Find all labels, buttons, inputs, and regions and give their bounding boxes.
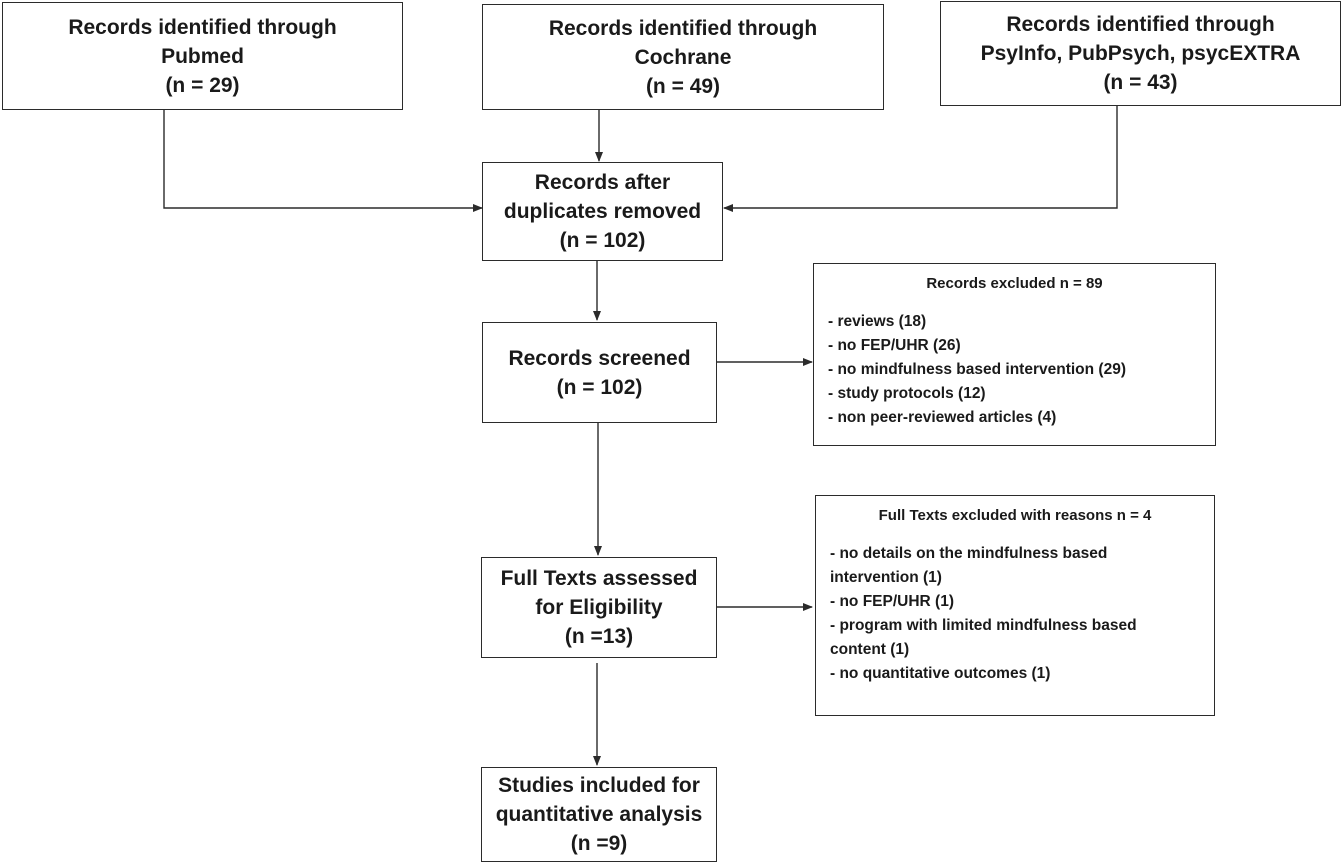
source-psycinfo-count: (n = 43) — [1103, 71, 1178, 94]
source-box-cochrane: Records identified through Cochrane (n =… — [482, 4, 884, 110]
full-texts-excluded-box: Full Texts excluded with reasons n = 4 -… — [815, 495, 1215, 716]
screened-count: (n = 102) — [556, 375, 643, 399]
full-texts-excluded-reason: - no details on the mindfulness based — [830, 545, 1108, 562]
full-texts-line1: Full Texts assessed — [500, 567, 698, 590]
source-psycinfo-line2: PsyInfo, PubPsych, psycEXTRA — [980, 42, 1301, 65]
full-texts-excluded-reason: intervention (1) — [830, 569, 942, 586]
duplicates-removed-line1: Records after — [534, 171, 671, 194]
full-texts-excluded-reason: - no quantitative outcomes (1) — [830, 665, 1051, 682]
source-pubmed-line1: Records identified through — [68, 15, 337, 39]
records-excluded-title: Records excluded n = 89 — [926, 275, 1103, 292]
full-texts-excluded-list: - no details on the mindfulness based in… — [830, 542, 1200, 686]
screened-line1: Records screened — [508, 346, 691, 370]
full-texts-excluded-reason: content (1) — [830, 641, 910, 658]
source-cochrane-count: (n = 49) — [645, 74, 721, 98]
full-texts-box: Full Texts assessed for Eligibility (n =… — [481, 557, 717, 658]
records-excluded-list: - reviews (18) - no FEP/UHR (26) - no mi… — [828, 310, 1201, 430]
source-cochrane-line1: Records identified through — [548, 16, 818, 40]
screened-box: Records screened (n = 102) — [482, 322, 717, 423]
records-excluded-reason: - no mindfulness based intervention (29) — [828, 361, 1126, 378]
source-pubmed-line2: Pubmed — [161, 44, 244, 68]
included-line1: Studies included for — [498, 774, 700, 797]
duplicates-removed-count: (n = 102) — [559, 229, 646, 252]
source-box-psycinfo: Records identified through PsyInfo, PubP… — [940, 1, 1341, 106]
source-psycinfo-line1: Records identified through — [1006, 13, 1275, 36]
records-excluded-reason: - non peer-reviewed articles (4) — [828, 409, 1057, 426]
duplicates-removed-line2: duplicates removed — [503, 200, 702, 223]
source-box-pubmed: Records identified through Pubmed (n = 2… — [2, 2, 403, 110]
records-excluded-reason: - reviews (18) — [828, 313, 927, 330]
full-texts-excluded-title: Full Texts excluded with reasons n = 4 — [878, 507, 1152, 524]
source-pubmed-count: (n = 29) — [165, 73, 240, 97]
duplicates-removed-box: Records after duplicates removed (n = 10… — [482, 162, 723, 261]
included-count: (n =9) — [570, 832, 628, 855]
source-cochrane-line2: Cochrane — [634, 45, 732, 69]
full-texts-count: (n =13) — [564, 625, 634, 648]
records-excluded-reason: - study protocols (12) — [828, 385, 986, 402]
records-excluded-box: Records excluded n = 89 - reviews (18) -… — [813, 263, 1216, 446]
records-excluded-reason: - no FEP/UHR (26) — [828, 337, 961, 354]
included-box: Studies included for quantitative analys… — [481, 767, 717, 862]
full-texts-line2: for Eligibility — [535, 596, 663, 619]
included-line2: quantitative analysis — [495, 803, 703, 826]
arrow-psycinfo-to-duplicates — [723, 106, 1118, 212]
full-texts-excluded-reason: - no FEP/UHR (1) — [830, 593, 954, 610]
arrow-pubmed-to-duplicates — [163, 110, 483, 212]
full-texts-excluded-reason: - program with limited mindfulness based — [830, 617, 1137, 634]
